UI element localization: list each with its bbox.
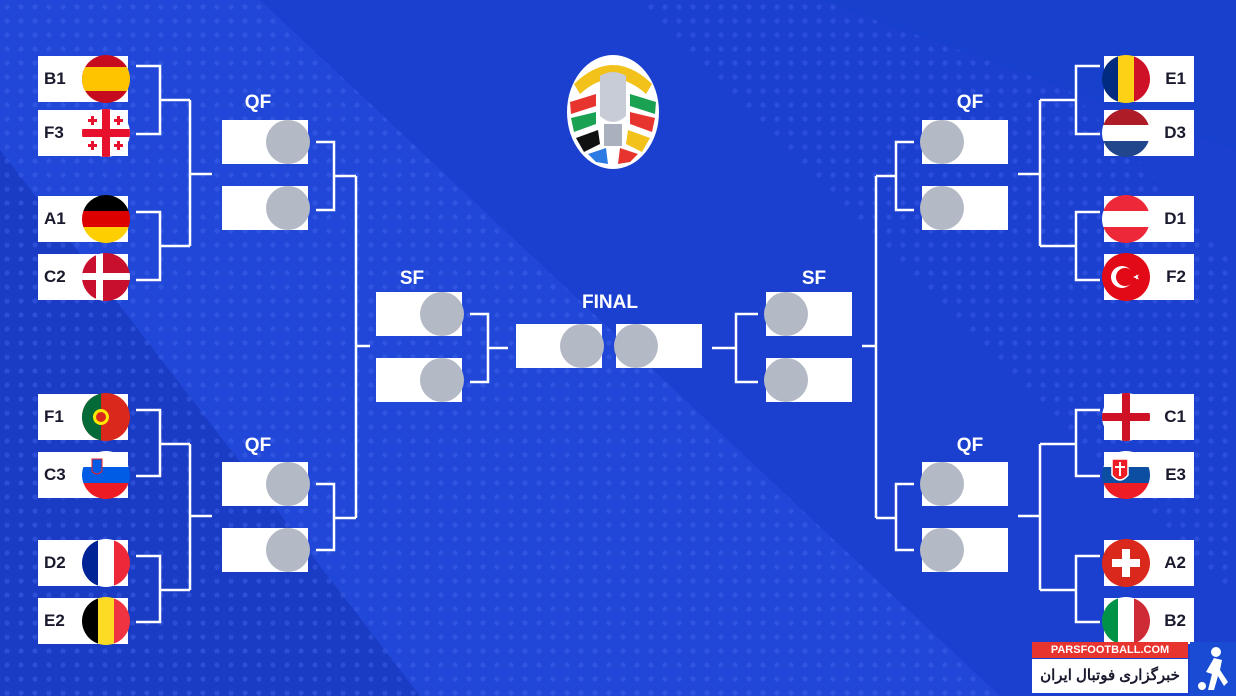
euro-trophy-logo [567, 55, 659, 169]
slovenia-flag-icon [82, 451, 130, 499]
sf-left-1-slot [376, 292, 464, 336]
round-label-sf-left: SF [399, 268, 425, 289]
qf-left-top-1-slot [222, 120, 310, 164]
qf-right-top-2-slot [920, 186, 1008, 230]
placeholder-circle-icon [764, 292, 808, 336]
sf-right-1-slot [764, 292, 852, 336]
sf-left-2-slot [376, 358, 464, 402]
seed-label: C2 [44, 267, 66, 286]
seed-label: C3 [44, 465, 66, 484]
seed-label: F3 [44, 123, 64, 142]
round-label-qf-top-left: QF [244, 92, 272, 113]
seed-label: D1 [1164, 209, 1186, 228]
switzerland-flag-icon [1102, 539, 1150, 587]
right-team-slot: C1 [1102, 393, 1194, 441]
placeholder-circle-icon [920, 186, 964, 230]
england-flag-icon [1102, 393, 1150, 441]
watermark: PARSFOOTBALL.COM خبرگزاری فوتبال ایران [1032, 642, 1236, 696]
seed-label: B2 [1164, 611, 1186, 630]
slovakia-flag-icon [1102, 451, 1150, 499]
final-left-slot [516, 324, 604, 368]
placeholder-circle-icon [764, 358, 808, 402]
round-label-qf-top-right: QF [956, 92, 984, 113]
germany-flag-icon [82, 195, 130, 243]
seed-label: D3 [1164, 123, 1186, 142]
italy-flag-icon [1102, 597, 1150, 645]
right-team-slot: E3 [1102, 451, 1194, 499]
round-label-sf-right: SF [801, 268, 827, 289]
placeholder-circle-icon [420, 292, 464, 336]
placeholder-circle-icon [420, 358, 464, 402]
qf-left-top-2-slot [222, 186, 310, 230]
seed-label: E2 [44, 611, 65, 630]
left-team-slot: D2 [38, 539, 130, 587]
seed-label: A1 [44, 209, 66, 228]
netherlands-flag-icon [1102, 109, 1150, 157]
footballer-logo-icon [1190, 642, 1236, 696]
round-label-qf-bottom-right: QF [956, 435, 984, 456]
left-team-slot: A1 [38, 195, 130, 243]
round-label-qf-bottom-left: QF [244, 435, 272, 456]
denmark-flag-icon [82, 253, 130, 301]
seed-label: A2 [1164, 553, 1186, 572]
qf-right-top-1-slot [920, 120, 1008, 164]
left-team-slot: B1 [38, 55, 130, 103]
france-flag-icon [82, 539, 130, 587]
seed-label: E3 [1165, 465, 1186, 484]
final-right-slot [614, 324, 702, 368]
placeholder-circle-icon [560, 324, 604, 368]
right-team-slot: D1 [1102, 195, 1194, 243]
right-team-slot: B2 [1102, 597, 1194, 645]
georgia-flag-icon [82, 109, 130, 157]
placeholder-circle-icon [266, 528, 310, 572]
placeholder-circle-icon [920, 120, 964, 164]
left-team-slot: F1 [38, 393, 130, 441]
seed-label: B1 [44, 69, 66, 88]
seed-label: F2 [1166, 267, 1186, 286]
placeholder-circle-icon [266, 186, 310, 230]
romania-flag-icon [1102, 55, 1150, 103]
left-team-slot: C3 [38, 451, 130, 499]
belgium-flag-icon [82, 597, 130, 645]
spain-flag-icon [82, 55, 130, 103]
qf-left-bottom-1-slot [222, 462, 310, 506]
placeholder-circle-icon [266, 120, 310, 164]
seed-label: C1 [1164, 407, 1186, 426]
watermark-site: PARSFOOTBALL.COM [1032, 642, 1188, 658]
qf-left-bottom-2-slot [222, 528, 310, 572]
placeholder-circle-icon [920, 462, 964, 506]
right-team-slot: F2 [1102, 253, 1194, 301]
left-team-slot: C2 [38, 253, 130, 301]
portugal-flag-icon [82, 393, 130, 441]
seed-label: F1 [44, 407, 64, 426]
right-team-slot: E1 [1102, 55, 1194, 103]
left-team-slot: F3 [38, 109, 130, 157]
right-team-slot: D3 [1102, 109, 1194, 157]
right-team-slot: A2 [1102, 539, 1194, 587]
seed-label: E1 [1165, 69, 1186, 88]
placeholder-circle-icon [266, 462, 310, 506]
placeholder-circle-icon [614, 324, 658, 368]
qf-right-bottom-1-slot [920, 462, 1008, 506]
watermark-tagline: خبرگزاری فوتبال ایران [1032, 659, 1188, 693]
left-team-slot: E2 [38, 597, 130, 645]
seed-label: D2 [44, 553, 66, 572]
sf-right-2-slot [764, 358, 852, 402]
turkey-flag-icon [1102, 253, 1150, 301]
qf-right-bottom-2-slot [920, 528, 1008, 572]
placeholder-circle-icon [920, 528, 964, 572]
round-label-final: FINAL [582, 292, 638, 313]
austria-flag-icon [1102, 195, 1150, 243]
